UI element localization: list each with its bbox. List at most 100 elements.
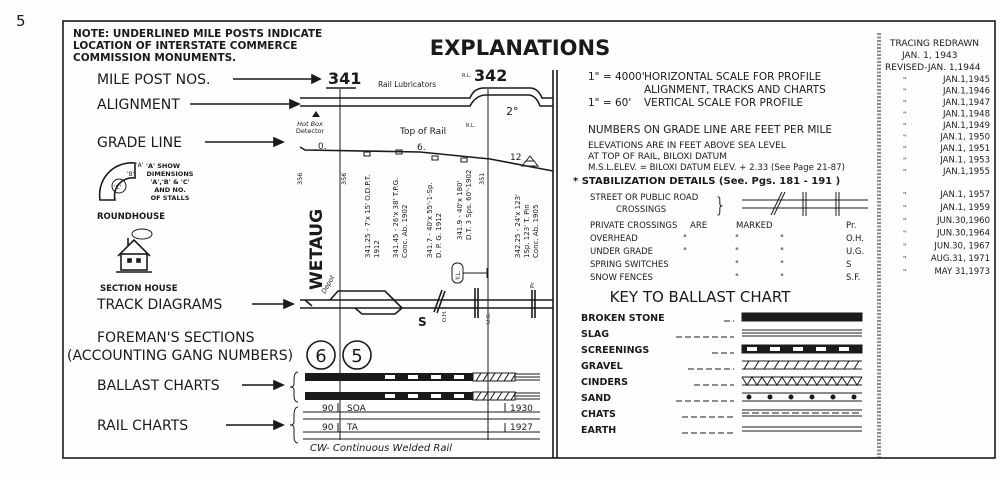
rail-weight: 90	[322, 423, 334, 433]
elevation-note: ELEVATIONS ARE IN FEET ABOVE SEA LEVEL	[588, 141, 786, 151]
ballast-pattern-solid	[741, 312, 863, 322]
revision-date: JAN.1,1947	[942, 98, 990, 108]
roundhouse-note-line: AND NO.	[154, 186, 185, 194]
ditto-mark: "	[903, 122, 906, 130]
marking-cell: "	[735, 273, 739, 283]
ballast-pattern-solid-with-boxes	[741, 344, 863, 354]
ditto-mark: "	[903, 157, 906, 165]
foreman-number: 5	[351, 346, 362, 367]
structure-note: 341.9 - 40'x 180'	[456, 180, 464, 240]
pattern-slash	[763, 360, 770, 370]
ditto-mark: "	[903, 242, 906, 250]
gravel-slash	[503, 391, 510, 401]
grade-line	[299, 146, 554, 172]
marking-cell: S	[846, 260, 851, 270]
revision-header: REVISED-JAN. 1,1944	[885, 63, 981, 73]
label-track-diagrams: TRACK DIAGRAMS	[96, 297, 222, 313]
revision-header: JAN. 1, 1943	[901, 51, 957, 61]
hot-box-label: Detector	[296, 127, 325, 135]
scale-desc: ALIGNMENT, TRACKS AND CHARTS	[644, 84, 826, 96]
pattern-zigzag	[741, 376, 863, 386]
roundhouse-note-line: 'A' SHOW	[146, 162, 180, 170]
sheet-border	[62, 20, 996, 459]
structure-note: Conc. Ab. 1902	[401, 205, 409, 258]
revision-date: JUN.30,1960	[936, 216, 990, 226]
elevation-note: M.S.L.ELEV. = BILOXI DATUM ELEV. + 2.33 …	[588, 163, 845, 173]
marking-cell: "	[780, 260, 784, 270]
ballast-key-label: EARTH	[581, 425, 616, 436]
elevations: 356 356 351	[296, 173, 486, 185]
revision-date: JAN.1, 1957	[939, 190, 990, 200]
roundhouse-letter-b: 'B'	[127, 171, 135, 178]
marking-cell: "	[780, 234, 784, 244]
label-foremans-sections: FOREMAN'S SECTIONS	[97, 330, 255, 346]
rail-brace	[289, 406, 299, 444]
screenings-box	[431, 375, 441, 379]
ditto-mark: "	[903, 217, 906, 225]
structure-symbol	[395, 149, 403, 155]
elevation-label: 351	[478, 173, 486, 185]
marking-cell: "	[735, 260, 739, 270]
label-alignment: ALIGNMENT	[97, 97, 180, 113]
revision-date: JAN.1,1949	[942, 121, 990, 131]
screenings-box	[408, 394, 418, 398]
ballast-broken-stone	[305, 392, 385, 400]
ditto-mark: "	[903, 255, 906, 263]
hot-box-label: Hot Box	[297, 120, 323, 128]
bridge-truss-icon	[520, 155, 540, 167]
roundhouse-letter-c: 'C'	[114, 184, 122, 191]
station-name: WETAUG	[307, 209, 327, 290]
label-roundhouse: ROUNDHOUSE	[97, 212, 165, 222]
ballast-pattern-dots	[742, 392, 862, 402]
structure-symbol	[431, 155, 439, 161]
revision-header: TRACING REDRAWN	[889, 39, 979, 49]
pattern-dot	[830, 394, 836, 400]
structure-symbol	[363, 151, 371, 157]
marking-cell: OVERHEAD	[590, 234, 638, 244]
rail-type: SOA	[347, 404, 367, 414]
gravel-slash	[489, 372, 496, 382]
elevation-note: AT TOP OF RAIL, BILOXI DATUM	[588, 152, 727, 162]
pattern-box	[839, 347, 849, 351]
pattern-slash	[783, 360, 790, 370]
pattern-slash	[743, 360, 750, 370]
gravel-slash	[489, 391, 496, 401]
rl-bottom: R.L.	[466, 123, 476, 129]
roundhouse-letter-a: 'A'	[136, 162, 144, 169]
ditto-mark: "	[903, 99, 906, 107]
structure-note: 341.45 - 26'x 38' T.P.G.	[392, 178, 400, 258]
note-line: COMMISSION MONUMENTS.	[73, 52, 236, 64]
label-section-house: SECTION HOUSE	[100, 284, 178, 294]
revision-date: JUN.30,1964	[936, 229, 990, 239]
label-grade-line: GRADE LINE	[97, 135, 182, 151]
note-line: NOTE: UNDERLINED MILE POSTS INDICATE	[73, 28, 322, 40]
pattern-slash	[793, 360, 800, 370]
pattern-slash	[803, 360, 810, 370]
revision-date: JUN.30, 1967	[933, 241, 990, 251]
ditto-mark: "	[903, 88, 906, 96]
page-title: EXPLANATIONS	[430, 36, 610, 60]
scale-desc: VERTICAL SCALE FOR PROFILE	[644, 97, 803, 109]
roundhouse-icon: 'C' 'A' 'B'	[98, 162, 144, 201]
structure-note: 342.25 - 24'x 123'	[514, 194, 522, 258]
marking-cell: SNOW FENCES	[590, 273, 653, 283]
yard-limit: Y.L.	[455, 270, 462, 281]
rail-weight: 90	[322, 404, 334, 414]
ballast-key-label: CINDERS	[581, 377, 628, 388]
foreman-number: 6	[315, 346, 326, 367]
screenings-box	[431, 394, 441, 398]
revision-date: MAY 31,1973	[934, 267, 990, 277]
screenings-box	[454, 375, 464, 379]
ballast-screenings	[385, 373, 473, 381]
gravel-slash	[482, 372, 489, 382]
stabilization-note: * STABILIZATION DETAILS (See. Pgs. 181 -…	[573, 176, 840, 187]
ditto-mark: "	[903, 268, 906, 276]
hot-box-detector-icon	[312, 111, 320, 117]
marking-cell: "	[780, 273, 784, 283]
spring-switch: S	[418, 315, 427, 329]
gravel-slash	[482, 391, 489, 401]
ditto-mark: "	[903, 134, 906, 142]
